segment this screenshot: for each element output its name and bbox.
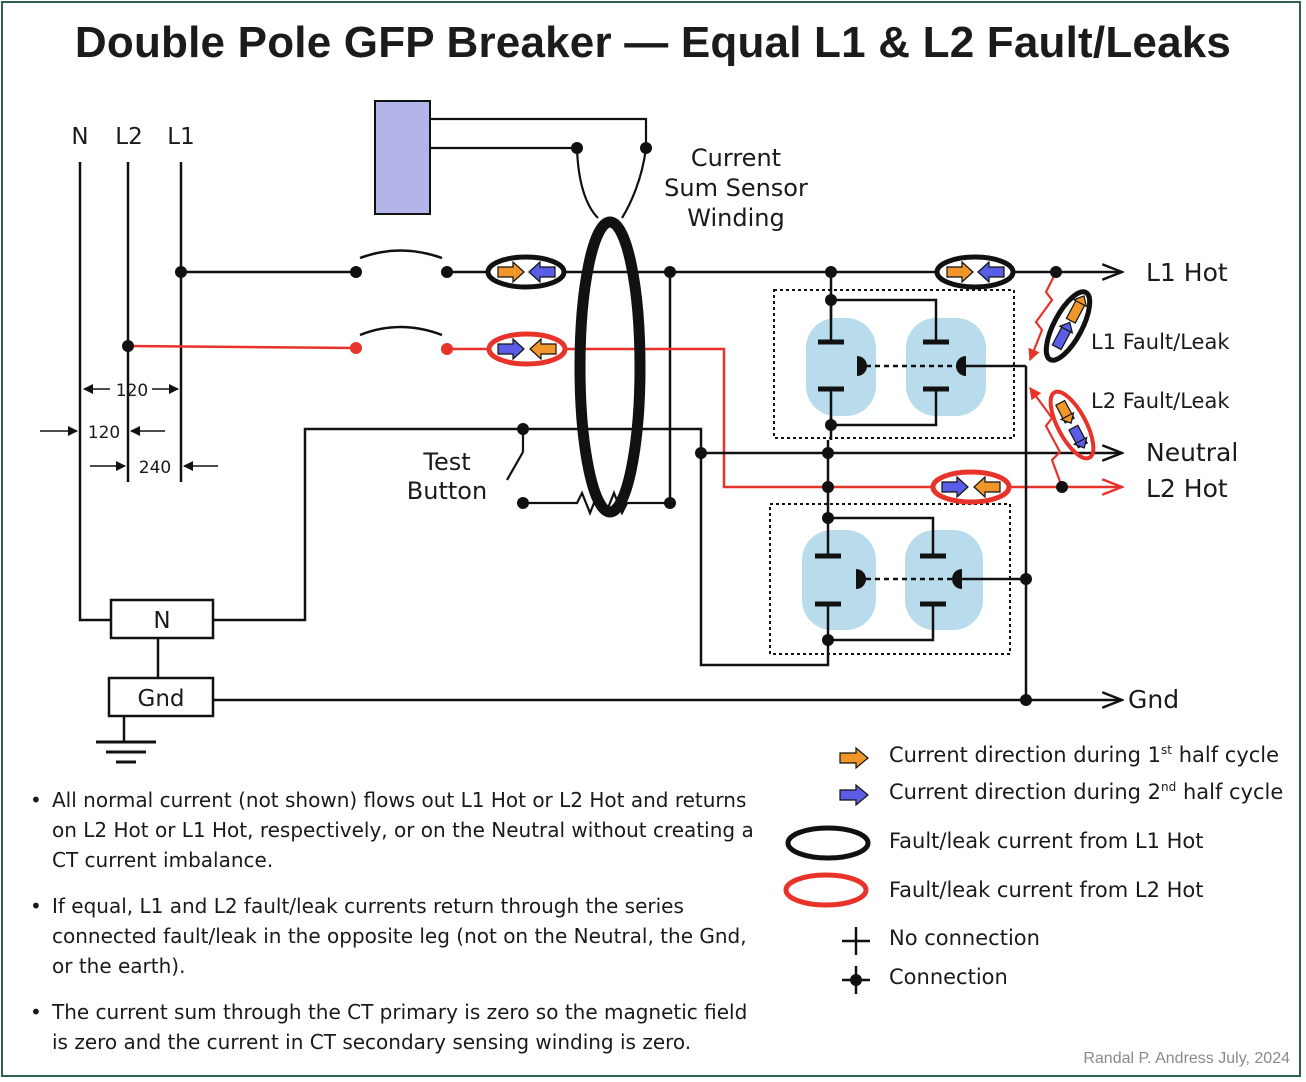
voltage-dimensions	[40, 384, 218, 471]
sensor-leads	[430, 117, 648, 219]
legend-connection: Connection	[889, 965, 1008, 989]
legend-black-ellipse-icon	[785, 825, 871, 861]
legend-l1-fault: Fault/leak current from L1 Hot	[889, 829, 1204, 853]
legend-connection-icon	[842, 966, 870, 994]
sensor-label-1: Current	[691, 144, 781, 172]
ground-wire	[96, 366, 1122, 764]
l1-hot-label: L1 Hot	[1146, 258, 1228, 287]
legend-red-ellipse-icon	[783, 872, 869, 908]
ground-block	[107, 676, 215, 718]
sensor-label-3: Winding	[687, 204, 784, 232]
legend-orange-arrow-icon	[839, 746, 869, 770]
legend-l2-fault: Fault/leak current from L2 Hot	[889, 878, 1204, 902]
legend-second-half: Current direction during 2nd half cycle	[889, 780, 1284, 804]
l2-bus-label: L2	[115, 124, 142, 150]
l2-hot-label: L2 Hot	[1146, 474, 1228, 503]
current-indicator-l2-right	[930, 469, 1012, 505]
lower-contact-module	[769, 487, 1026, 655]
dimension-120-top: 120	[116, 381, 148, 401]
neutral-block-label: N	[153, 608, 170, 634]
note-item: All normal current (not shown) flows out…	[28, 785, 768, 875]
sensor-label-2: Sum Sensor	[664, 174, 808, 202]
legend-no-connection-icon	[842, 927, 870, 955]
n-bus-label: N	[71, 124, 88, 150]
test-button-label-2: Button	[407, 477, 487, 505]
current-indicator-l2-left	[486, 331, 568, 367]
current-indicator-l1-right	[934, 254, 1016, 290]
current-indicator-l1-left	[485, 254, 567, 290]
ground-block-label: Gnd	[138, 686, 185, 712]
neutral-block	[109, 598, 215, 640]
note-item: If equal, L1 and L2 fault/leak currents …	[28, 891, 768, 981]
note-item: The current sum through the CT primary i…	[28, 997, 768, 1057]
legend-symbols	[783, 746, 871, 994]
bus-lines	[78, 162, 183, 622]
page-title: Double Pole GFP Breaker — Equal L1 & L2 …	[74, 18, 1232, 67]
legend-blue-arrow-icon	[839, 783, 869, 807]
ct-toroid	[574, 216, 646, 518]
author-credit: Randal P. Andress July, 2024	[1083, 1050, 1290, 1067]
l2-fault-label: L2 Fault/Leak	[1091, 389, 1230, 413]
neutral-label: Neutral	[1146, 438, 1238, 467]
notes-list: All normal current (not shown) flows out…	[28, 785, 768, 1073]
legend-first-half: Current direction during 1st half cycle	[889, 743, 1280, 767]
l1-bus-label: L1	[167, 124, 194, 150]
dimension-240: 240	[139, 458, 171, 478]
dimension-120-mid: 120	[88, 423, 120, 443]
l2-fault-indicator	[1048, 389, 1096, 461]
test-button-label-1: Test	[422, 448, 470, 476]
upper-contact-module	[773, 289, 1026, 439]
neutral-wire	[213, 427, 1122, 667]
gnd-label: Gnd	[1128, 685, 1179, 714]
legend-no-connection: No connection	[889, 926, 1040, 950]
l1-fault-label: L1 Fault/Leak	[1091, 330, 1230, 354]
sensor-relay-box	[374, 100, 431, 215]
l1-fault-indicator	[1043, 289, 1093, 363]
connection-dots	[122, 142, 1068, 706]
fault-lightning	[1028, 271, 1064, 488]
l2-connection-dots	[350, 342, 453, 355]
